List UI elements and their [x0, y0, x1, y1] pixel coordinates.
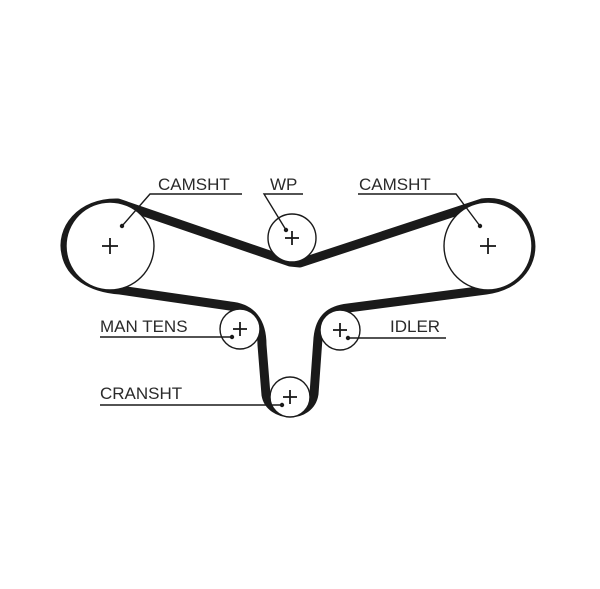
left-camshaft-pulley	[65, 201, 155, 291]
label-camshaft-right: CAMSHT	[359, 175, 431, 194]
leader-camshaft-right	[358, 193, 483, 229]
label-manual-tensioner: MAN TENS	[100, 317, 188, 336]
leader-manual-tensioner	[100, 334, 235, 340]
label-camshaft-left: CAMSHT	[158, 175, 230, 194]
label-idler: IDLER	[390, 317, 440, 336]
leader-idler	[345, 335, 446, 341]
leader-water-pump	[262, 193, 303, 233]
leader-camshaft-left	[119, 193, 242, 229]
right-camshaft-pulley	[443, 201, 533, 291]
leader-crankshaft	[100, 402, 285, 408]
label-crankshaft: CRANSHT	[100, 384, 182, 403]
idler-pulley	[319, 309, 361, 351]
water-pump-pulley	[267, 213, 317, 263]
manual-tensioner-pulley	[219, 308, 261, 350]
crankshaft-pulley	[269, 376, 311, 418]
label-water-pump: WP	[270, 175, 297, 194]
